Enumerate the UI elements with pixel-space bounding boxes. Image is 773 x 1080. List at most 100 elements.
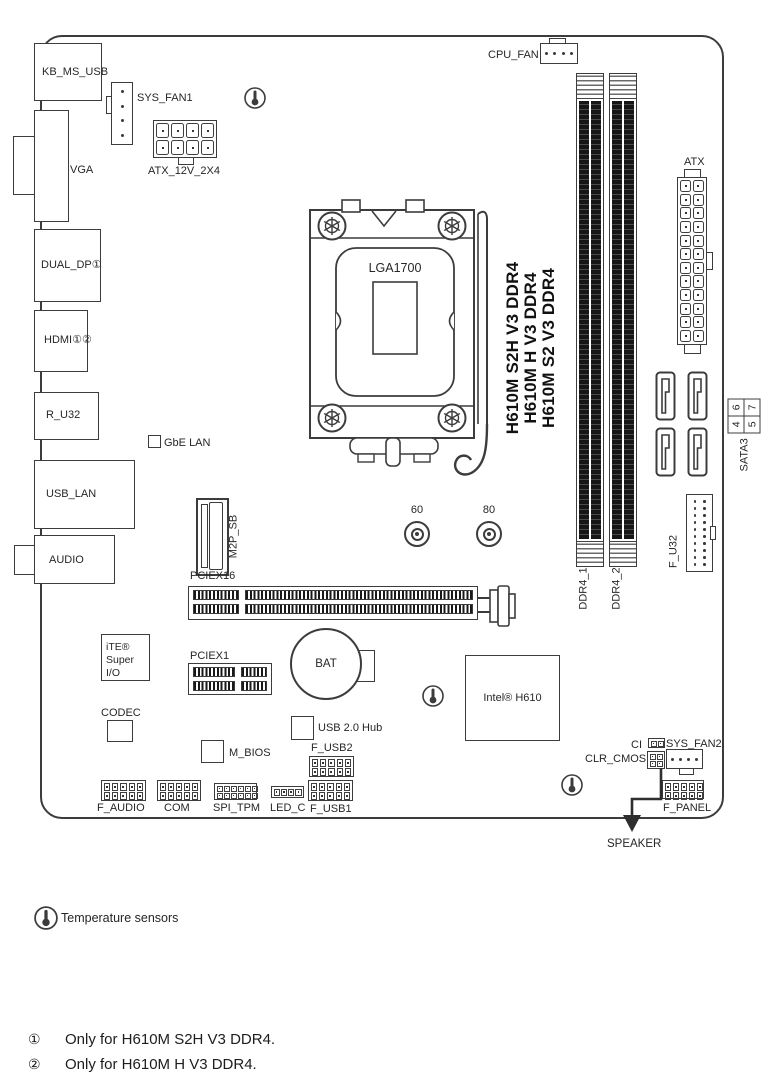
m2-slot <box>196 498 229 576</box>
sata-port <box>655 427 676 477</box>
cpu-socket: LGA1700 <box>309 199 489 476</box>
clr-cmos-label: CLR_CMOS <box>585 753 647 765</box>
model-name-1: H610M S2H V3 DDR4 <box>503 261 522 435</box>
atx-12v-tab <box>178 157 194 165</box>
footnote-1-text: Only for H610M S2H V3 DDR4. <box>65 1031 276 1048</box>
audio-label: AUDIO <box>49 554 84 566</box>
f-usb2-label: F_USB2 <box>311 742 353 754</box>
sys-fan1-connector <box>111 82 133 145</box>
com-header <box>157 780 201 801</box>
standoff-80 <box>476 521 502 547</box>
battery: BAT <box>290 628 362 700</box>
ci-jumper <box>648 738 665 748</box>
clr-cmos-jumper <box>647 751 665 769</box>
standoff-60 <box>404 521 430 547</box>
socket-label: LGA1700 <box>369 261 422 275</box>
super-io-line1: iTE® <box>106 641 130 653</box>
codec-label: CODEC <box>101 707 141 719</box>
cpu-fan-connector <box>540 43 578 64</box>
model-name-3: H610M S2 V3 DDR4 <box>539 267 558 429</box>
pciex1-slot <box>188 663 272 695</box>
f-audio-label: F_AUDIO <box>97 802 145 814</box>
sata-port <box>655 371 676 421</box>
battery-label: BAT <box>315 658 337 670</box>
footnote-1-symbol: ① <box>28 1031 41 1047</box>
pch-label: Intel® H610 <box>483 692 542 704</box>
rear-usb32-port: R_U32 <box>34 392 99 440</box>
codec-chip <box>107 720 133 742</box>
f-u32-notch <box>710 526 716 540</box>
audio-port-tab <box>14 545 36 575</box>
com-label: COM <box>164 802 190 814</box>
atx-connector <box>677 177 707 345</box>
sata3-cell: 5 <box>744 415 760 433</box>
dual-dp-port: DUAL_DP① <box>34 229 102 302</box>
f-usb1-header <box>308 780 353 801</box>
pciex1-label: PCIEX1 <box>190 650 230 662</box>
led-c-label: LED_C <box>270 802 306 814</box>
m-bios-label: M_BIOS <box>229 747 271 759</box>
f-u32-header <box>686 494 713 572</box>
m2-label: M2P_SB <box>227 514 240 559</box>
r-u32-label: R_U32 <box>46 409 81 421</box>
f-usb1-label: F_USB1 <box>310 803 352 815</box>
sata3-cell: 7 <box>744 398 760 416</box>
f-panel-header <box>662 780 704 800</box>
m2-rail <box>201 504 208 568</box>
hdmi-port: HDMI①② <box>34 310 92 372</box>
sata3-cell: 4 <box>728 415 744 433</box>
temperature-sensor-icon <box>244 87 266 109</box>
sys-fan2-tab <box>679 768 694 775</box>
f-usb2-header <box>309 756 354 777</box>
sys-fan2-label: SYS_FAN2 <box>666 738 722 750</box>
audio-port: AUDIO <box>34 535 115 584</box>
pciex16-slot <box>188 586 478 620</box>
dimm-slot-body <box>610 99 636 541</box>
atx-12v-connector <box>153 120 217 158</box>
sata-port <box>687 427 708 477</box>
pciex16-latch <box>478 585 516 627</box>
atx-tab-bottom <box>684 344 701 354</box>
temperature-legend-label: Temperature sensors <box>61 911 179 925</box>
f-audio-header <box>101 780 146 801</box>
pch-chip: Intel® H610 <box>465 655 560 741</box>
super-io-chip: iTE® Super I/O <box>101 634 150 681</box>
sata-port <box>687 371 708 421</box>
temperature-sensor-legend-icon <box>34 906 58 930</box>
gbe-lan-label: GbE LAN <box>164 437 211 449</box>
usb-lan-port: USB_LAN <box>34 460 135 529</box>
dimm-slot-body <box>577 99 603 541</box>
dimm-latch-bottom <box>577 541 603 566</box>
gbe-lan-chip <box>148 435 161 448</box>
temperature-sensor-icon <box>422 685 444 707</box>
m2-connector <box>209 502 223 570</box>
atx-label: ATX <box>684 156 705 168</box>
sata3-port-map: SATA3 4 6 5 7 <box>726 384 763 472</box>
speaker-label: SPEAKER <box>607 838 662 850</box>
sata3-label: SATA3 <box>738 438 750 472</box>
standoff-60-label: 60 <box>410 504 424 516</box>
temperature-sensor-icon <box>561 774 583 796</box>
sata3-cell: 6 <box>728 398 744 416</box>
cpu-fan-label: CPU_FAN <box>488 49 539 61</box>
dimm-latch-top <box>610 74 636 99</box>
sata3-number-table: 4 6 5 7 <box>728 398 761 433</box>
ddr4-2-label: DDR4_2 <box>610 567 623 610</box>
ddr4-slot-2 <box>609 73 637 567</box>
usb-hub-label: USB 2.0 Hub <box>318 722 383 734</box>
ddr4-1-label: DDR4_1 <box>577 567 590 610</box>
f-u32-label: F_U32 <box>667 534 680 569</box>
usb-lan-label: USB_LAN <box>46 488 97 500</box>
dimm-latch-bottom <box>610 541 636 566</box>
usb-hub-chip <box>291 716 314 740</box>
vga-port <box>34 110 69 222</box>
f-panel-label: F_PANEL <box>663 802 712 814</box>
standoff-80-label: 80 <box>482 504 496 516</box>
spi-tpm-header <box>214 783 258 800</box>
atx-12v-label: ATX_12V_2X4 <box>148 165 220 177</box>
ci-label: CI <box>631 739 642 751</box>
pciex16-label: PCIEX16 <box>190 570 236 582</box>
footnote-2-symbol: ② <box>28 1056 41 1072</box>
kb-ms-usb-port: KB_MS_USB <box>34 43 108 101</box>
